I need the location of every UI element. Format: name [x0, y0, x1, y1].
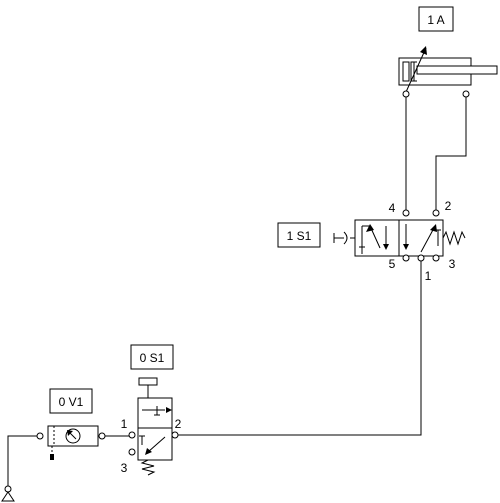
supply-source	[1, 435, 129, 502]
port-label-2: 2	[445, 199, 452, 213]
service-unit-label-box: 0 V1	[49, 388, 93, 414]
start-valve-3-2: 1 2 3	[121, 377, 182, 476]
double-acting-cylinder	[398, 46, 498, 98]
service-unit-label: 0 V1	[59, 395, 84, 409]
service-unit	[36, 425, 106, 460]
cylinder-lines	[405, 97, 467, 210]
start-valve-label: 0 S1	[140, 351, 165, 365]
main-valve-5-2: 4 2 5 1 3	[333, 199, 466, 283]
start-port-label-3: 3	[121, 461, 128, 475]
start-port-label-1: 1	[121, 417, 128, 431]
main-valve-label-box: 1 S1	[277, 222, 321, 248]
adjustable-arrow-icon	[420, 46, 427, 55]
compressed-air-source-icon	[1, 491, 15, 502]
port-label-1: 1	[425, 269, 432, 283]
start-valve-label-box: 0 S1	[130, 344, 174, 370]
main-valve-label: 1 S1	[287, 229, 312, 243]
port-label-4: 4	[389, 201, 396, 215]
start-port-label-2: 2	[175, 417, 182, 431]
cylinder-label: 1 A	[427, 13, 444, 27]
port-label-5: 5	[389, 257, 396, 271]
cylinder-label-box: 1 A	[418, 6, 454, 32]
port-label-3: 3	[449, 257, 456, 271]
supply-line	[178, 261, 422, 436]
